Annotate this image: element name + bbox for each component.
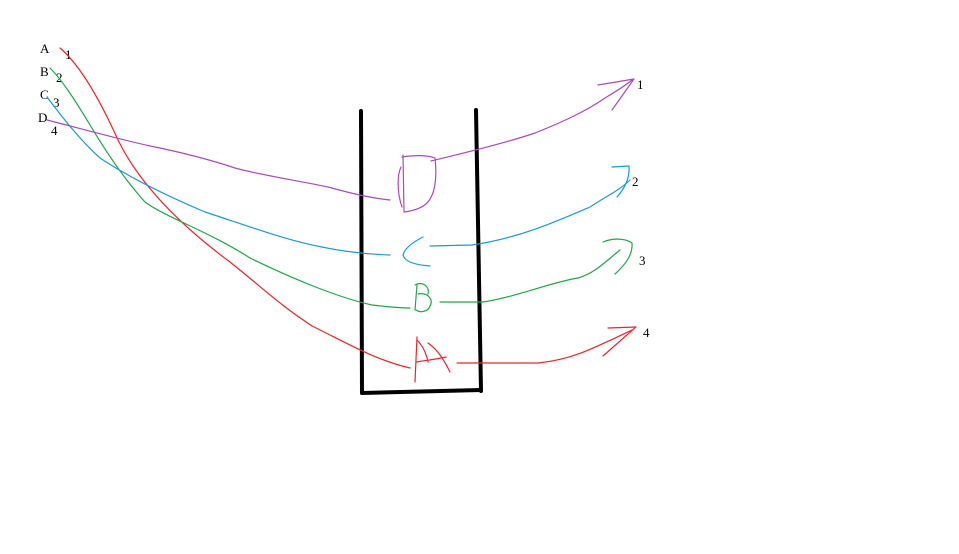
input-order-4: 4 (51, 123, 58, 138)
arrow-3 (602, 238, 633, 275)
input-label-a: A (40, 41, 50, 56)
output-order-2: 2 (632, 174, 639, 189)
path-c-out (429, 179, 631, 247)
input-order-2: 2 (56, 70, 63, 85)
path-c-in (46, 96, 391, 256)
box-letter-b (414, 282, 432, 313)
stack-right-wall (474, 108, 483, 393)
input-label-c: C (40, 87, 49, 102)
input-label-b: B (40, 64, 49, 79)
arrow-4 (602, 326, 637, 357)
path-d-in (46, 119, 391, 201)
path-a-in (59, 47, 411, 369)
stack-left-wall (359, 109, 364, 395)
path-a (59, 47, 637, 383)
arrow-2 (611, 165, 630, 198)
path-a-out (456, 329, 633, 364)
path-b (49, 67, 633, 313)
stack-bottom (360, 388, 483, 395)
path-b-out (439, 249, 621, 303)
path-c (46, 96, 631, 267)
input-order-3: 3 (53, 95, 60, 110)
stack-container (359, 108, 483, 395)
output-order-1: 1 (637, 77, 644, 92)
output-order-4: 4 (643, 325, 650, 340)
output-order-3: 3 (639, 253, 646, 268)
box-letter-a (414, 336, 451, 383)
input-order-1: 1 (65, 47, 72, 62)
path-d (46, 78, 635, 213)
arrow-1 (597, 78, 635, 111)
box-letter-c (402, 236, 431, 267)
path-d-out (430, 79, 633, 162)
input-label-d: D (38, 110, 47, 125)
path-b-in (49, 67, 411, 309)
box-letter-d (397, 154, 437, 213)
